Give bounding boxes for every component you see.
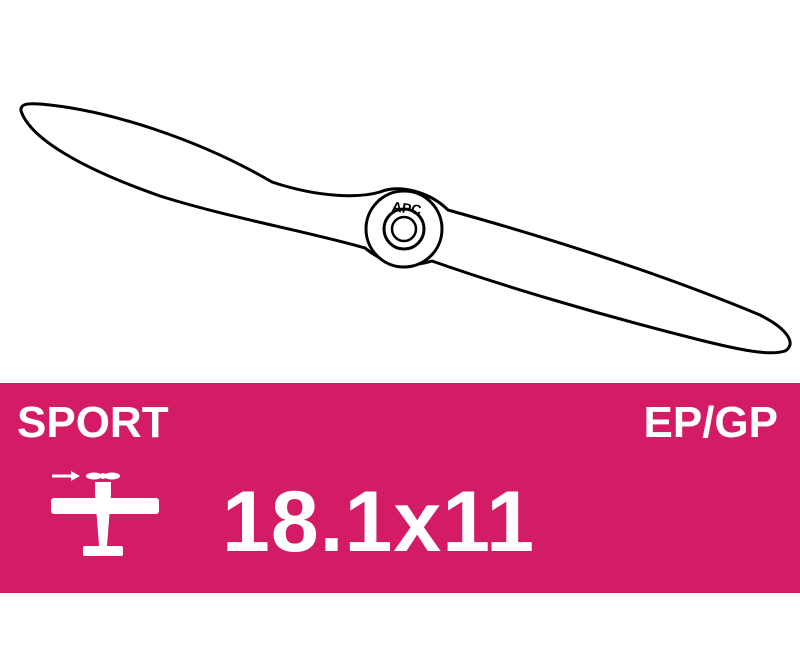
airplane-direction-icon: [51, 471, 159, 556]
apc-logo-text: APC: [391, 198, 423, 218]
product-banner: SPORT EP/GP 18.1x11: [0, 383, 800, 593]
hub-bore: [390, 215, 418, 243]
propeller-illustration: APC: [19, 102, 792, 355]
propeller-size-label: 18.1x11: [222, 474, 536, 570]
category-label: SPORT: [17, 398, 169, 447]
fuel-type-label: EP/GP: [643, 398, 779, 447]
